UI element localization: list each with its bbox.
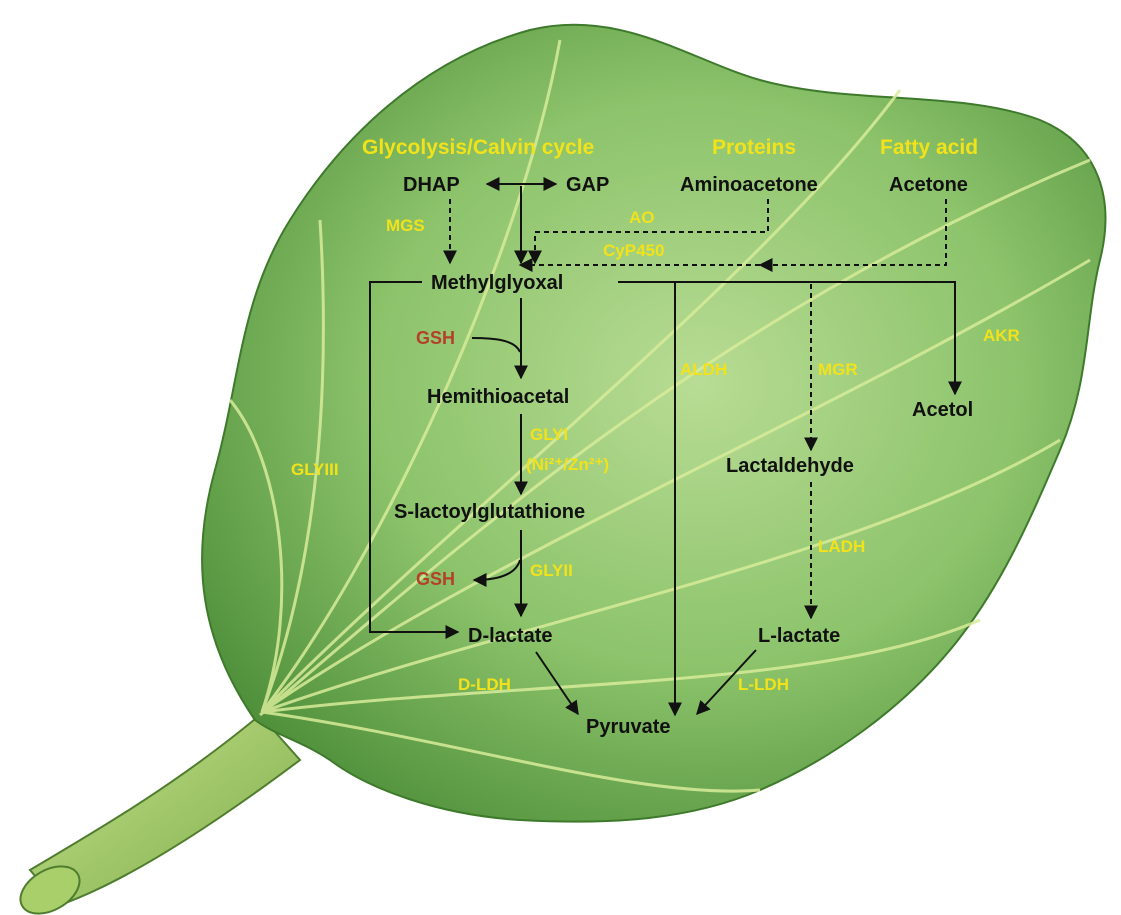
enzyme-glyiii: GLYIII (291, 460, 339, 479)
metabolite-methylglyoxal: Methylglyoxal (431, 272, 563, 294)
metabolite-aminoacetone: Aminoacetone (680, 174, 818, 196)
metabolite-dhap: DHAP (403, 174, 460, 196)
metabolite-lactaldehyde: Lactaldehyde (726, 455, 854, 477)
enzyme-ladh: LADH (818, 537, 865, 556)
enzyme-mgs: MGS (386, 216, 425, 235)
enzyme-mgr: MGR (818, 360, 858, 379)
enzyme-glyi: GLYI (530, 425, 568, 444)
metabolite-pyruvate: Pyruvate (586, 716, 671, 738)
enzyme-ao: AO (629, 208, 655, 227)
source-fatty-acid: Fatty acid (880, 136, 978, 159)
enzyme-glyii: GLYII (530, 561, 573, 580)
enzyme-cyp450: CyP450 (603, 241, 664, 260)
metabolite-l-lactate: L-lactate (758, 625, 840, 647)
metabolite-d-lactate: D-lactate (468, 625, 552, 647)
enzyme-akr: AKR (983, 326, 1020, 345)
metabolite-gsh-in: GSH (416, 328, 455, 348)
metabolite-acetone: Acetone (889, 174, 968, 196)
enzyme-l-ldh: L-LDH (738, 675, 789, 694)
source-proteins: Proteins (712, 136, 796, 159)
enzyme-glyi-cofactor: (Ni²⁺/Zn²⁺) (526, 455, 609, 474)
metabolite-hemithioacetal: Hemithioacetal (427, 386, 569, 408)
source-glycolysis: Glycolysis/Calvin cycle (362, 136, 594, 159)
metabolite-gap: GAP (566, 174, 609, 196)
metabolite-gsh-out: GSH (416, 569, 455, 589)
metabolite-s-lactoylglutathione: S-lactoylglutathione (394, 501, 585, 523)
enzyme-d-ldh: D-LDH (458, 675, 511, 694)
metabolite-acetol: Acetol (912, 399, 973, 421)
enzyme-aldh: ALDH (680, 360, 727, 379)
